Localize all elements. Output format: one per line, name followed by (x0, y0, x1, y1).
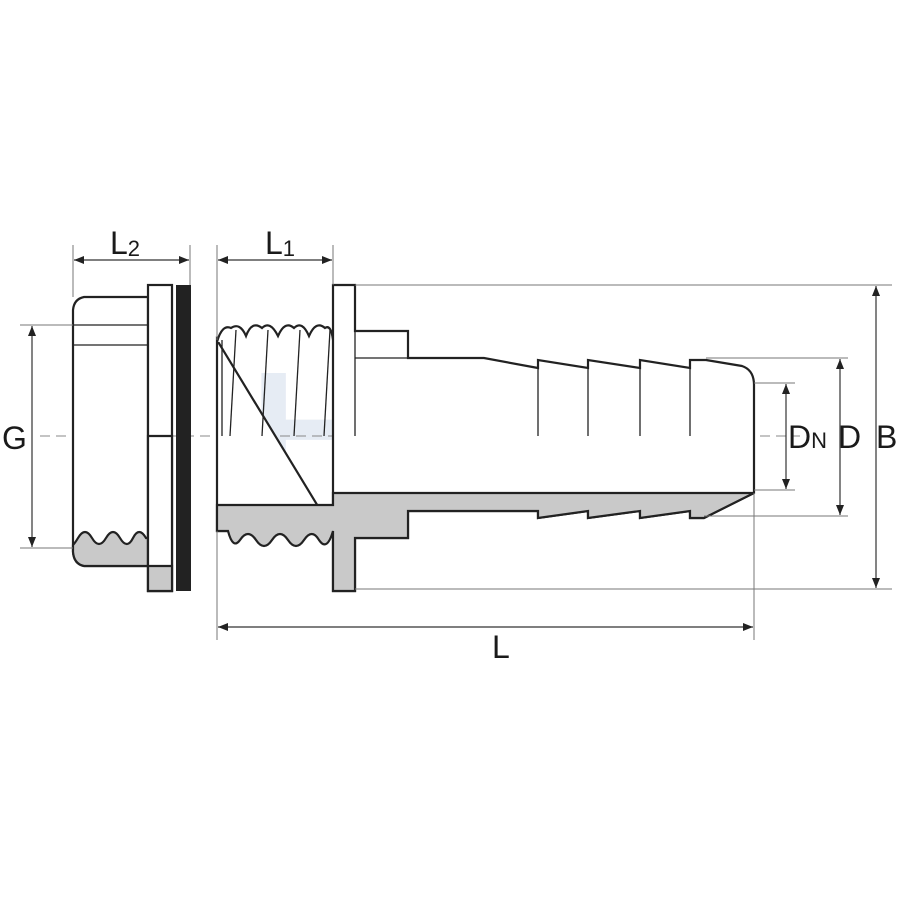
dim-label-g: G (2, 420, 27, 456)
nut-hex-body (71, 295, 150, 568)
thread-upper (215, 324, 335, 343)
dim-label-l1: L1 (265, 225, 295, 261)
thread-line (261, 329, 269, 437)
thread-line (229, 329, 237, 437)
thread-line (293, 329, 301, 437)
dim-label-l: L (492, 629, 510, 665)
dim-label-b: B (876, 419, 897, 455)
fitting-body (215, 283, 756, 593)
nut-collar-section (146, 564, 174, 593)
dim-label-d: D (838, 419, 861, 455)
nut (71, 283, 174, 593)
dim-label-dn: DN (788, 419, 827, 455)
nut-section (71, 530, 150, 568)
thread-line (323, 329, 331, 437)
gasket (176, 285, 191, 591)
body-section (215, 491, 755, 593)
dim-label-l2: L2 (110, 225, 140, 261)
extension-lines (20, 245, 892, 640)
dimension-lines (28, 256, 880, 631)
